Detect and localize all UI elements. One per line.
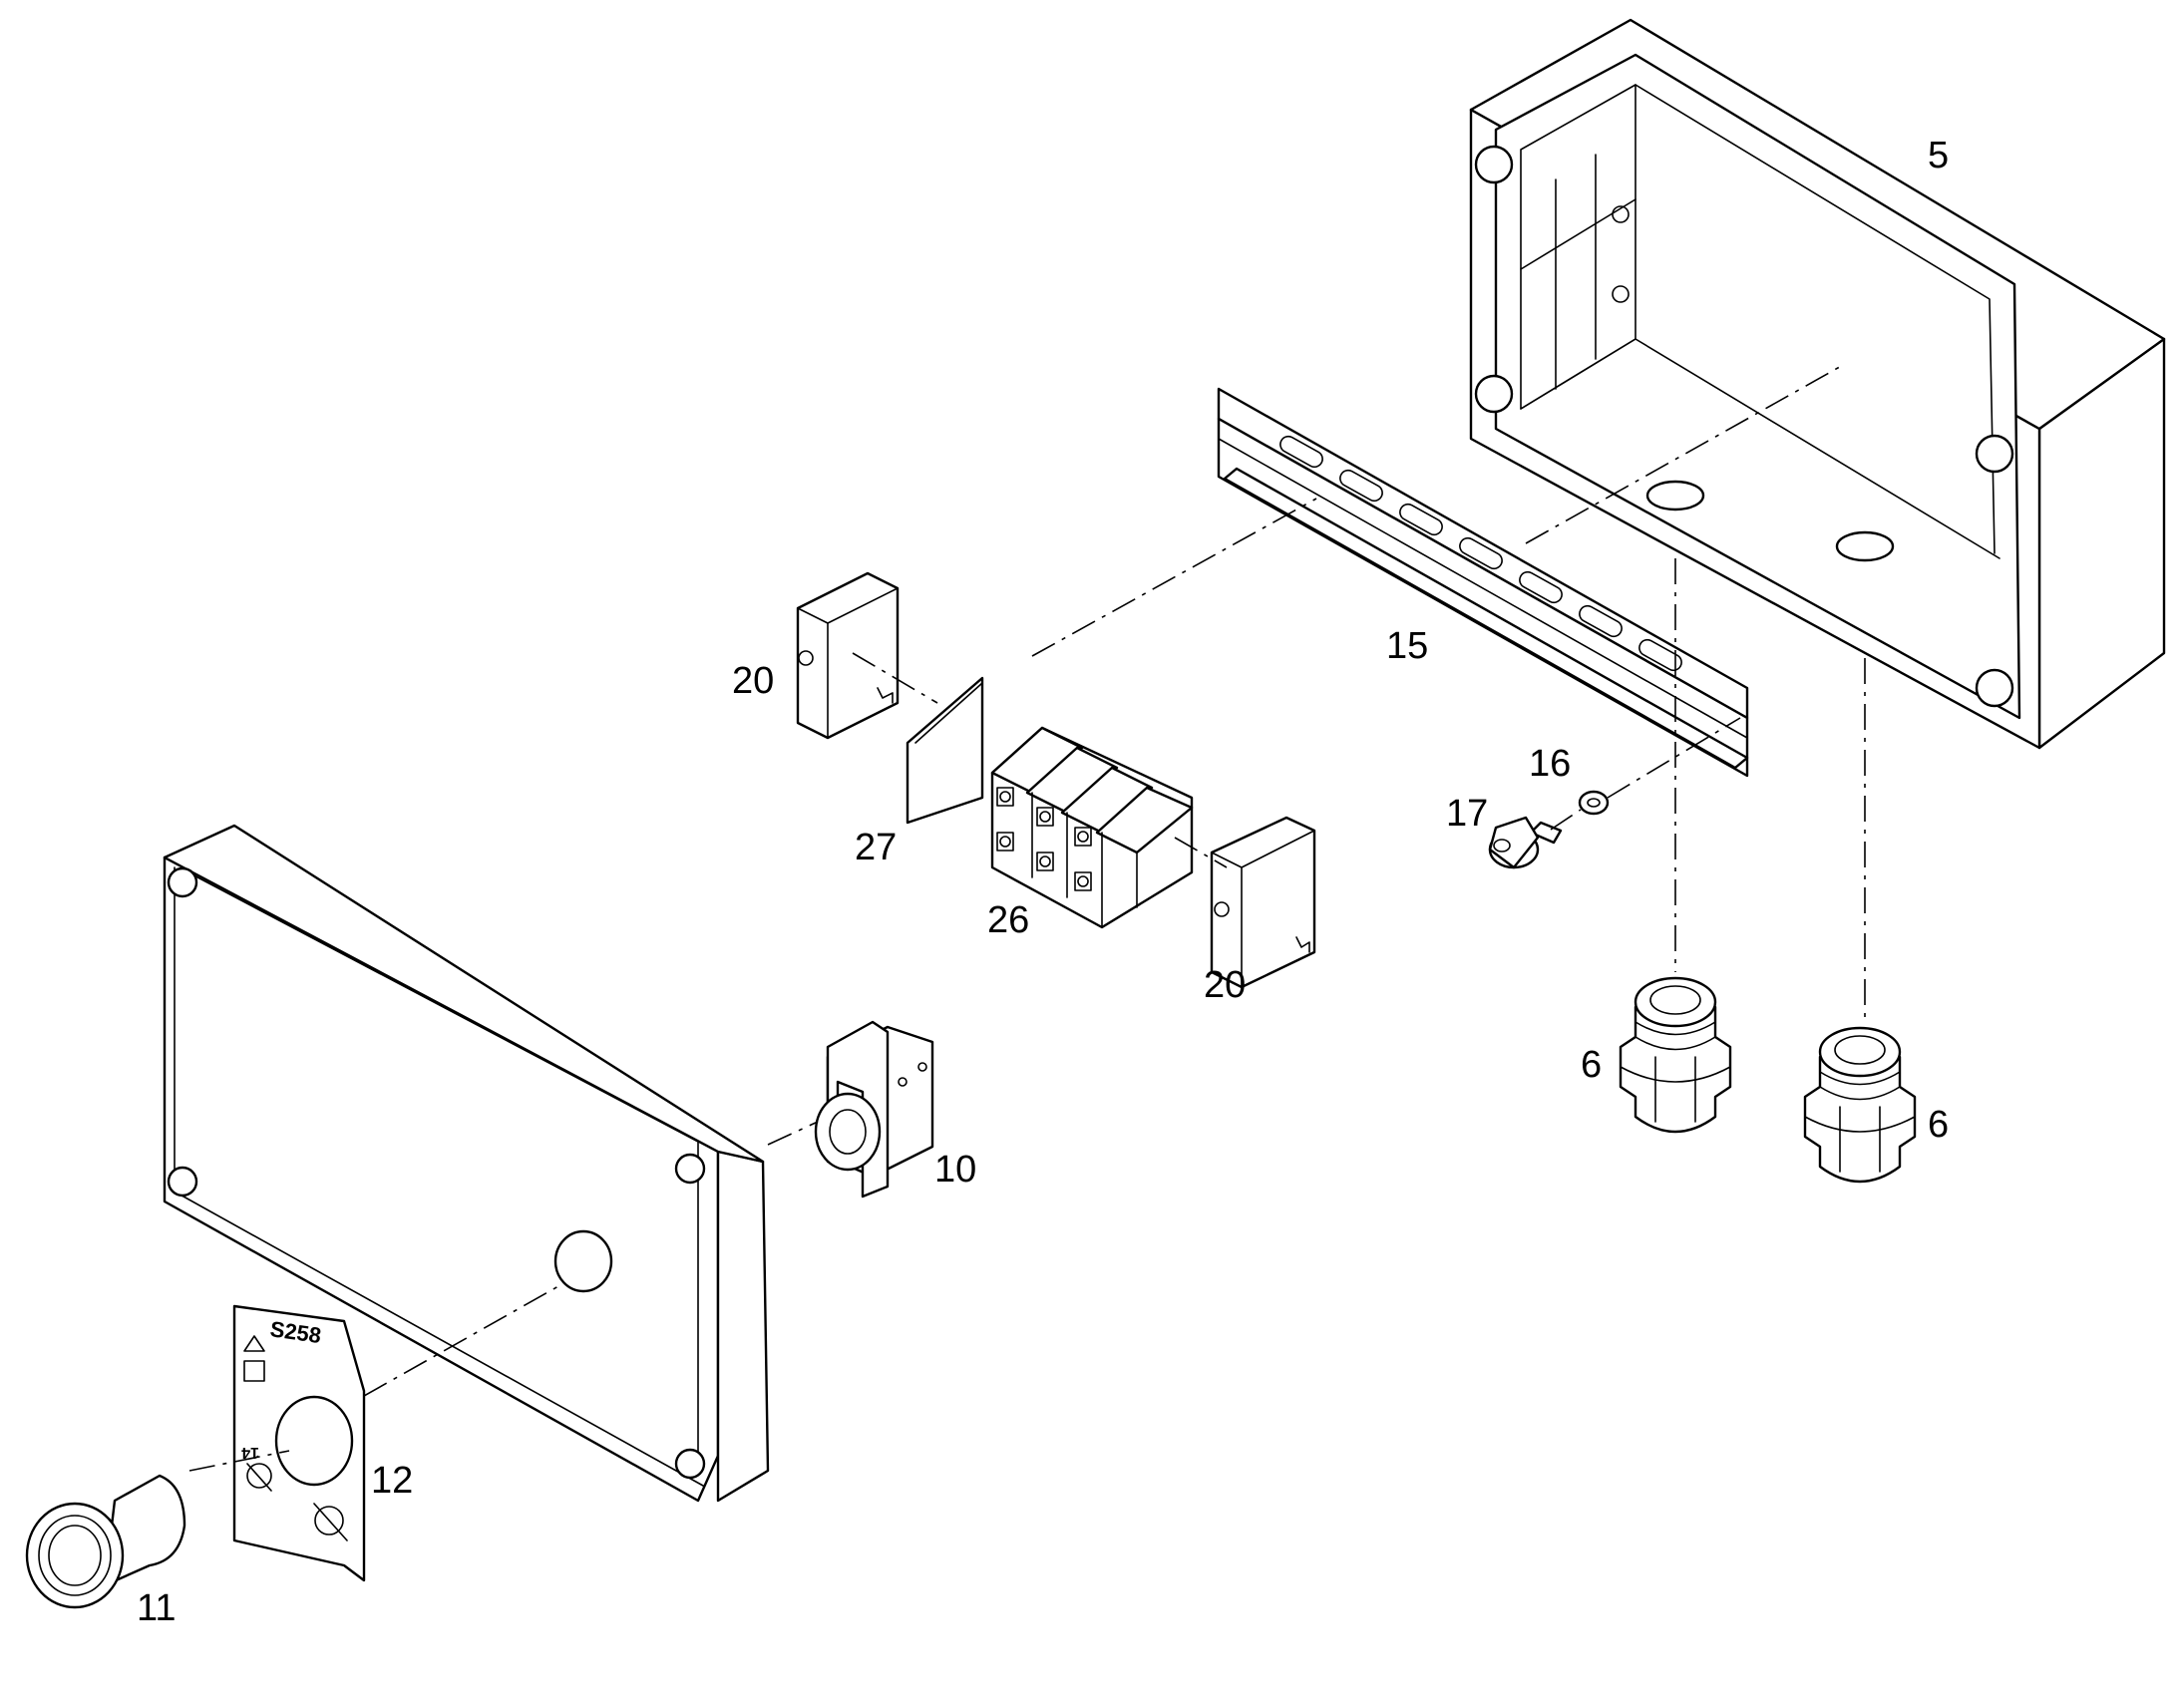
callout-6-left: 6 [1581, 1044, 1602, 1086]
washer [1578, 790, 1610, 816]
marker-label-plate [906, 676, 984, 825]
enclosure-cover [163, 824, 770, 1503]
cable-gland-right [1803, 1026, 1917, 1184]
callout-labels: 5 15 20 27 26 20 16 17 6 6 10 12 11 [137, 135, 1949, 1629]
legend-plate: S258 14 [232, 1304, 366, 1582]
callout-20-upper: 20 [732, 660, 774, 702]
push-button-knob [25, 1474, 186, 1609]
end-stop-lower [1210, 816, 1316, 989]
terminal-block-assembly [990, 726, 1194, 929]
end-stop-upper [796, 571, 900, 740]
socket-head-screw [1488, 816, 1563, 869]
din-rail-slots [1279, 435, 1682, 672]
callout-27: 27 [855, 827, 897, 868]
assembly-centerlines [188, 363, 1866, 1472]
callout-20-lower: 20 [1204, 964, 1246, 1006]
callout-16: 16 [1529, 743, 1571, 785]
enclosure-base-box [1469, 18, 2166, 750]
callout-12: 12 [371, 1460, 413, 1502]
callout-15: 15 [1386, 625, 1428, 667]
callout-17: 17 [1446, 793, 1488, 835]
din-rail [1217, 387, 1749, 778]
cable-gland-left [1619, 976, 1732, 1134]
switch-contact-unit [814, 1020, 934, 1198]
callout-10: 10 [934, 1149, 976, 1191]
callout-26: 26 [987, 899, 1029, 941]
legend-plate-small-label: 14 [241, 1444, 259, 1461]
callout-5: 5 [1928, 135, 1949, 176]
callout-11: 11 [137, 1587, 176, 1629]
callout-6-right: 6 [1928, 1104, 1949, 1146]
